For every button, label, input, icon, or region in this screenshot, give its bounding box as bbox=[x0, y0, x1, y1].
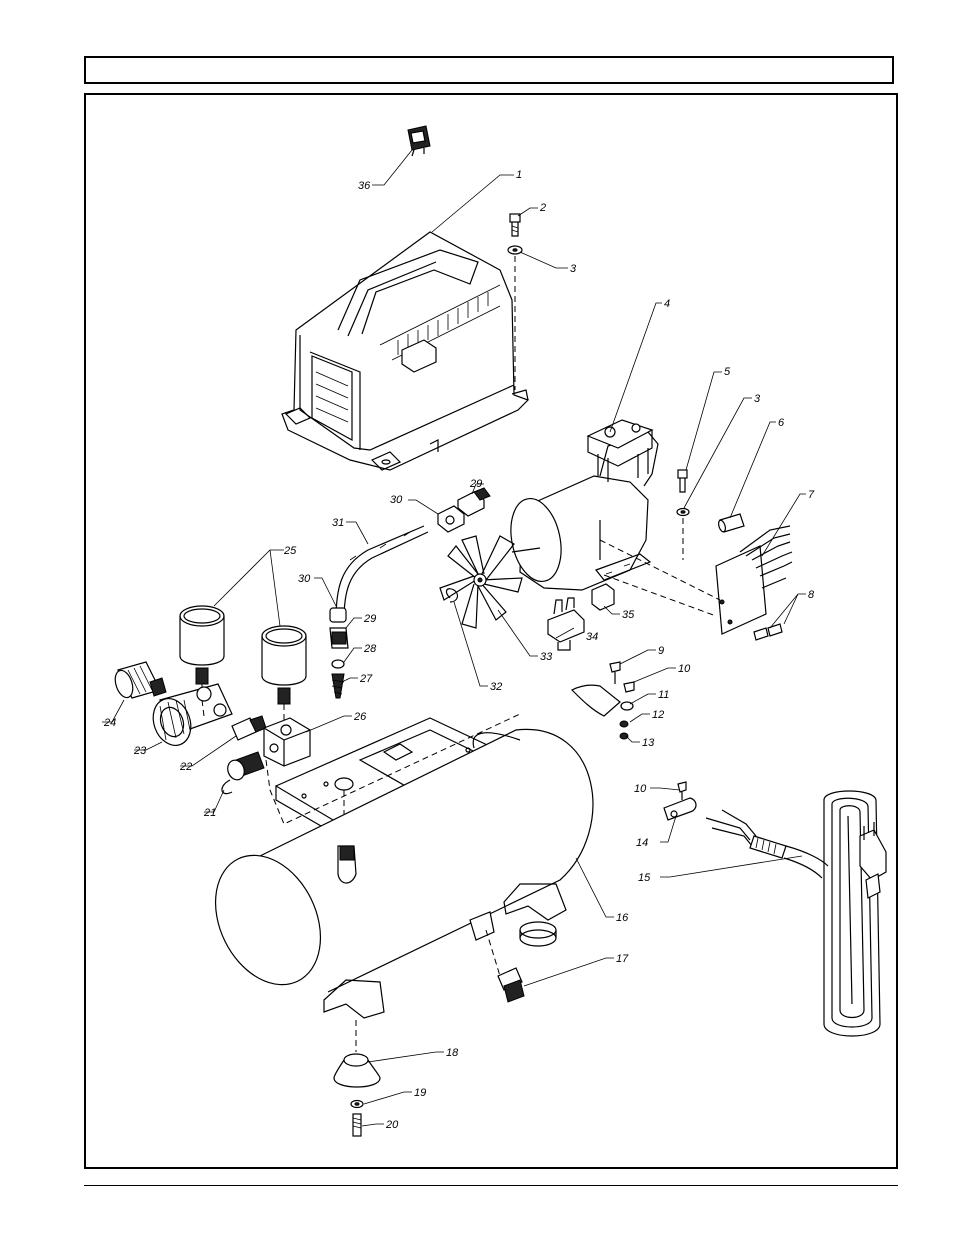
callout-17: 17 bbox=[616, 953, 629, 965]
screw-part-2 bbox=[510, 214, 520, 236]
callout-25: 25 bbox=[283, 545, 297, 557]
fitting-part-22 bbox=[232, 716, 266, 740]
power-cord-part-15 bbox=[706, 791, 886, 1036]
callout-14: 14 bbox=[636, 837, 648, 849]
callout-34: 34 bbox=[586, 631, 598, 643]
pressure-switch-part-34 bbox=[548, 598, 584, 650]
o-ring-part-28 bbox=[332, 660, 344, 668]
callout-18: 18 bbox=[446, 1047, 459, 1059]
fitting-part-29-top bbox=[458, 488, 490, 516]
callout-4: 4 bbox=[664, 298, 670, 310]
callout-labels: 36 1 2 3 4 5 3 6 7 8 29 30 31 30 29 28 2… bbox=[103, 169, 815, 1131]
callout-12: 12 bbox=[652, 709, 664, 721]
drain-valve-part-17 bbox=[498, 968, 524, 1002]
callout-1: 1 bbox=[516, 169, 522, 181]
callout-5: 5 bbox=[724, 366, 731, 378]
callout-22: 22 bbox=[179, 761, 192, 773]
gauge-part-25-left bbox=[180, 606, 224, 684]
callout-24: 24 bbox=[103, 717, 116, 729]
callout-13: 13 bbox=[642, 737, 655, 749]
circuit-board-part-7 bbox=[716, 526, 792, 634]
callout-30-top: 30 bbox=[390, 494, 403, 506]
callout-16: 16 bbox=[616, 912, 629, 924]
rubber-foot-part-18 bbox=[334, 1054, 380, 1087]
leader-lines bbox=[102, 150, 806, 1126]
callout-3: 3 bbox=[570, 263, 577, 275]
callout-10: 10 bbox=[678, 663, 691, 675]
callout-9: 9 bbox=[658, 645, 664, 657]
fan-part-33 bbox=[440, 536, 522, 628]
quick-coupler-part-24 bbox=[112, 662, 166, 700]
pump-motor-part bbox=[504, 420, 658, 590]
callout-36: 36 bbox=[358, 180, 371, 192]
gauge-part-25-right bbox=[262, 626, 306, 704]
nut-part-30-low bbox=[330, 608, 346, 622]
callout-30-low: 30 bbox=[298, 573, 311, 585]
callout-35: 35 bbox=[622, 609, 635, 621]
screw-part-5 bbox=[678, 470, 687, 492]
ground-wire-parts-9-13 bbox=[572, 662, 634, 739]
callout-2: 2 bbox=[539, 202, 546, 214]
callout-23: 23 bbox=[133, 745, 147, 757]
callout-11: 11 bbox=[658, 689, 669, 701]
fitting-part-29-low bbox=[330, 628, 348, 648]
screw-part-20 bbox=[353, 1114, 361, 1136]
callout-31: 31 bbox=[332, 517, 344, 529]
callout-28: 28 bbox=[363, 643, 377, 655]
callout-26: 26 bbox=[353, 711, 367, 723]
cord-clamp-part-14 bbox=[664, 782, 696, 820]
valve-part-27 bbox=[332, 674, 344, 698]
air-tank-part-16 bbox=[195, 729, 593, 1018]
washer-part-19 bbox=[351, 1101, 363, 1108]
tee-block-part-26 bbox=[264, 718, 310, 766]
callout-32: 32 bbox=[490, 681, 502, 693]
callout-8: 8 bbox=[808, 589, 815, 601]
callout-20: 20 bbox=[385, 1119, 399, 1131]
callout-7: 7 bbox=[808, 489, 815, 501]
callout-33: 33 bbox=[540, 651, 553, 663]
callout-19: 19 bbox=[414, 1087, 426, 1099]
screws-part-8 bbox=[754, 624, 782, 640]
callout-15: 15 bbox=[638, 872, 651, 884]
block-part-35 bbox=[592, 584, 614, 610]
callout-29-top: 29 bbox=[469, 478, 482, 490]
callout-3b: 3 bbox=[754, 393, 761, 405]
safety-valve-part-21 bbox=[222, 752, 264, 794]
callout-6: 6 bbox=[778, 417, 785, 429]
callout-10b: 10 bbox=[634, 783, 647, 795]
callout-21: 21 bbox=[203, 807, 216, 819]
shroud-cover-part bbox=[282, 232, 528, 470]
callout-29-low: 29 bbox=[363, 613, 376, 625]
callout-27: 27 bbox=[359, 673, 373, 685]
